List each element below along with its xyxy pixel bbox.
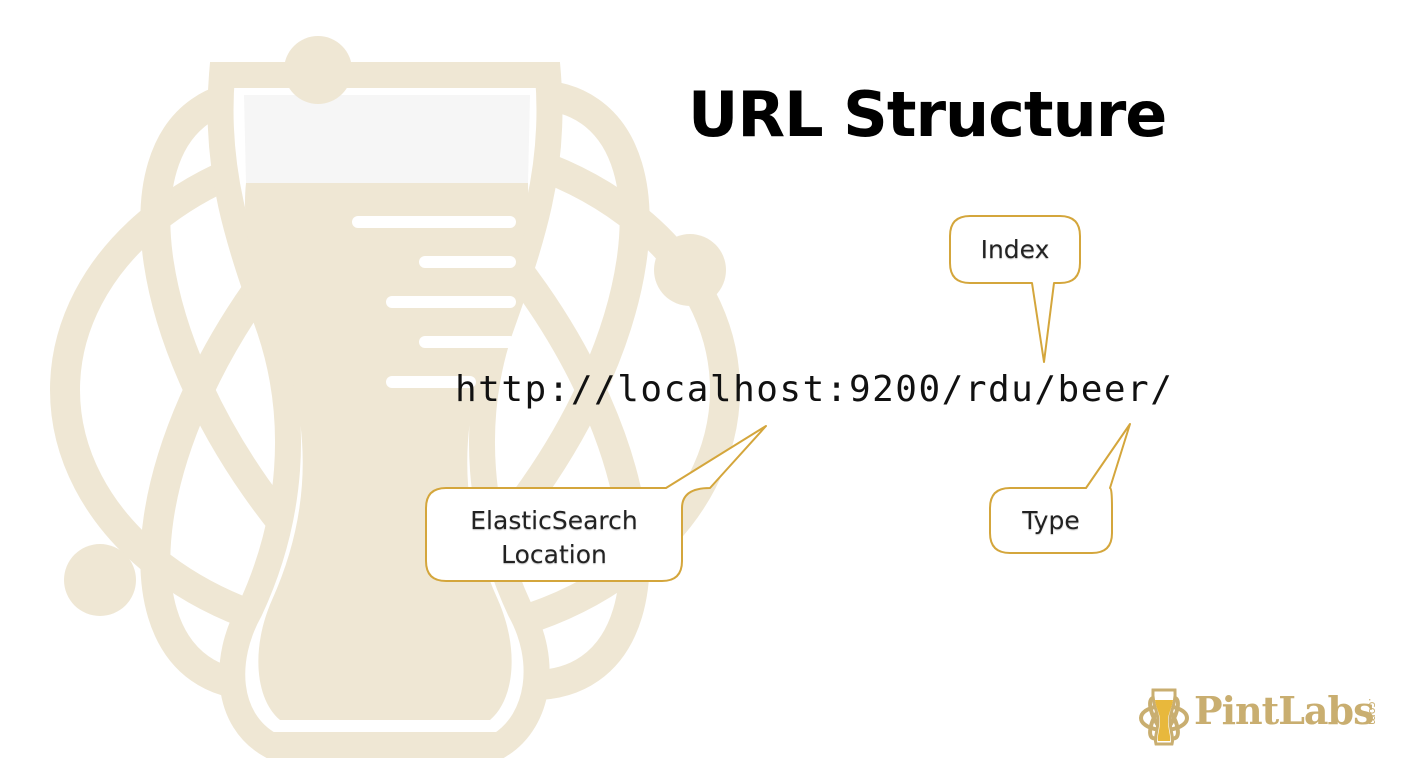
electron-dot: [284, 36, 352, 104]
type-callout-label: Type: [990, 488, 1112, 553]
pintlabs-logo: PintLabs .com: [1138, 684, 1408, 750]
orbit-ring: [140, 79, 650, 701]
slide-title: URL Structure: [688, 78, 1167, 151]
electron-dot: [64, 544, 136, 616]
index-label-text: Index: [980, 234, 1050, 264]
location-label-line1: ElasticSearch: [470, 505, 638, 535]
logo-wordmark: PintLabs: [1194, 688, 1374, 733]
beer-foam: [244, 95, 530, 183]
type-label-text: Type: [1022, 505, 1080, 535]
beer-liquid: [245, 183, 529, 720]
location-label-line2: Location: [501, 539, 607, 569]
electron-dot: [654, 234, 726, 306]
url-example: http://localhost:9200/rdu/beer/: [455, 369, 1174, 410]
index-callout-label: Index: [950, 216, 1080, 283]
pintlabs-logo-icon: [1139, 688, 1189, 746]
location-callout-label: ElasticSearch Location: [426, 494, 682, 581]
logo-suffix: .com: [1366, 698, 1379, 725]
